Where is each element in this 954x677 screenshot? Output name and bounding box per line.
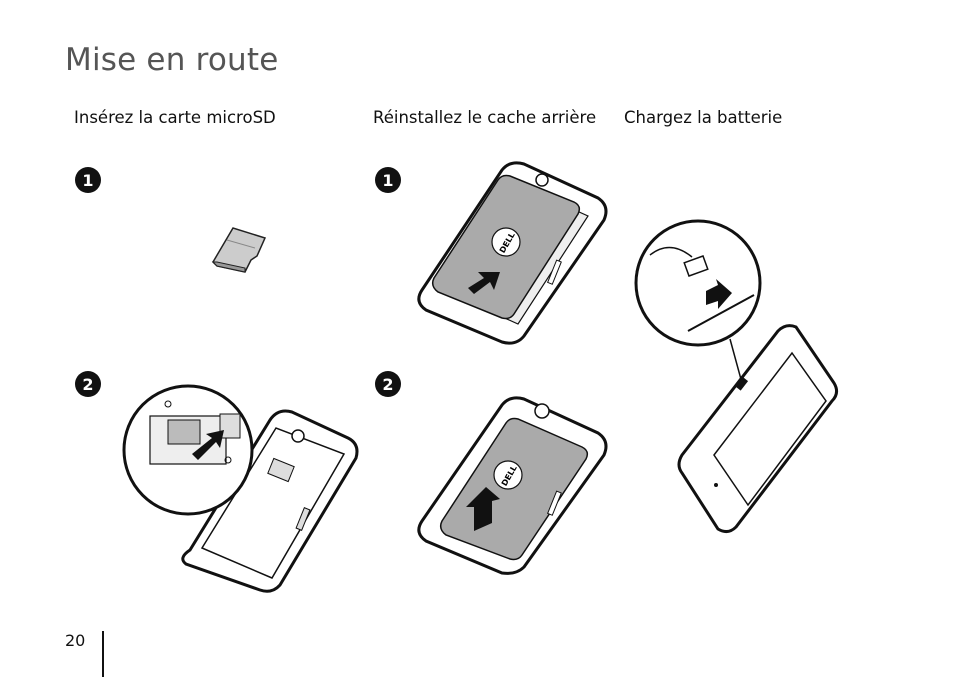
page-title: Mise en route xyxy=(65,42,279,78)
step-badge-1-microsd: 1 xyxy=(75,167,101,193)
microsd-card-illustration xyxy=(211,227,267,273)
back-cover-remove-illustration: DELL xyxy=(417,161,608,345)
step-badge-1-cover: 1 xyxy=(375,167,401,193)
charge-battery-illustration xyxy=(634,219,839,534)
back-cover-install-illustration: DELL xyxy=(417,396,608,575)
step-badge-2-cover: 2 xyxy=(375,371,401,397)
step-badge-2-microsd: 2 xyxy=(75,371,101,397)
heading-reinstall-back-cover: Réinstallez le cache arrière xyxy=(373,108,597,127)
heading-charge-battery: Chargez la batterie xyxy=(624,108,783,127)
microsd-insert-illustration xyxy=(122,384,359,593)
page-number-divider xyxy=(102,631,104,677)
heading-insert-microsd: Insérez la carte microSD xyxy=(74,108,276,127)
page-number: 20 xyxy=(65,631,86,650)
